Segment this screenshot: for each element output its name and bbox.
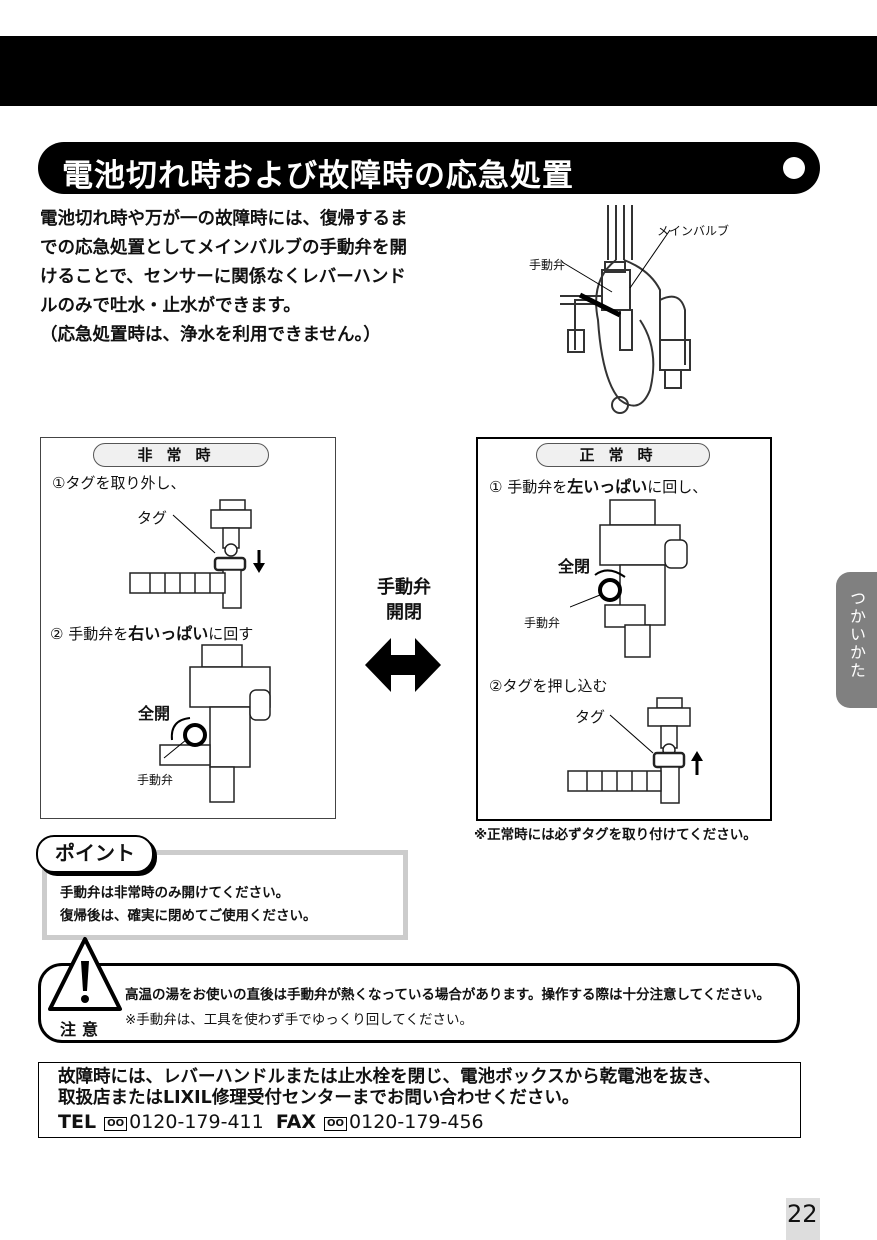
main-valve-label: メインバルブ — [657, 224, 730, 238]
emergency-step2: ② 手動弁を右いっぱいに回す — [50, 620, 253, 644]
intro-line: ルのみで吐水・止水ができます。 — [40, 296, 301, 316]
page-number-bg — [786, 1198, 820, 1240]
normal-valve-close-illustration — [570, 499, 688, 658]
point-line: 手動弁は非常時のみ開けてください。 — [60, 885, 290, 901]
caution-box — [38, 963, 800, 1043]
tel-label: TEL — [58, 1111, 97, 1133]
emergency-valve-label: 手動弁 — [137, 773, 174, 787]
side-tab-label: つかいかた — [847, 590, 866, 680]
normal-step1: ① 手動弁を左いっぱいに回し、 — [489, 473, 707, 497]
intro-line: （応急処置時は、浄水を利用できません。） — [40, 325, 381, 345]
contact-box — [38, 1062, 801, 1138]
normal-step1-num: ① — [489, 478, 503, 496]
tel-number[interactable]: 0120-179-411 — [129, 1111, 264, 1133]
warning-icon — [48, 937, 122, 1011]
freedial-icon: OO — [324, 1117, 348, 1131]
manual-valve-label: 手動弁 — [529, 258, 566, 272]
faucet-overview-illustration — [560, 205, 691, 414]
intro-line: 電池切れ時や万が一の故障時には、復帰するま — [40, 209, 408, 229]
caution-line2: ※手動弁は、工具を使わず手でゆっくり回してください。 — [125, 1012, 474, 1028]
intro-line: けることで、センサーに関係なくレバーハンド — [40, 267, 406, 287]
freedial-icon: OO — [104, 1117, 128, 1131]
emergency-valve-open-illustration — [159, 644, 271, 803]
caution-word: 注意 — [60, 1020, 105, 1039]
section-title-bar — [38, 142, 820, 194]
fax-label: FAX — [275, 1111, 316, 1133]
emergency-step1: ①タグを取り外し、 — [52, 474, 186, 492]
normal-step1-pre: 手動弁を — [507, 478, 568, 496]
intro-line: での応急処置としてメインバルブの手動弁を開 — [40, 238, 407, 258]
normal-step1-post: に回し、 — [647, 478, 708, 496]
point-text: 手動弁は非常時のみ開けてください。 復帰後は、確実に閉めてご使用ください。 — [60, 882, 317, 928]
normal-valve-label: 手動弁 — [524, 616, 561, 630]
middle-line1: 手動弁 — [377, 577, 431, 598]
emergency-tag-remove-illustration — [129, 499, 265, 609]
emergency-tag-label: タグ — [137, 509, 168, 527]
normal-heading: 正常時 — [536, 443, 710, 467]
header-bar — [0, 36, 877, 106]
contact-text: 故障時には、レバーハンドルまたは止水栓を閉じ、電池ボックスから乾電池を抜き、 取… — [58, 1067, 721, 1109]
point-line: 復帰後は、確実に閉めてご使用ください。 — [60, 908, 317, 924]
emergency-step2-num: ② — [50, 625, 64, 643]
normal-state-label: 全閉 — [558, 557, 591, 576]
page-title: 電池切れ時および故障時の応急処置 — [62, 158, 574, 194]
contact-line2: 取扱店またはLIXIL修理受付センターまでお問い合わせください。 — [58, 1088, 580, 1108]
normal-tag-label: タグ — [575, 708, 606, 726]
contact-line1: 故障時には、レバーハンドルまたは止水栓を閉じ、電池ボックスから乾電池を抜き、 — [58, 1067, 721, 1087]
emergency-step2-post: に回す — [208, 625, 254, 643]
normal-step2: ②タグを押し込む — [489, 677, 608, 695]
page-number: 22 — [787, 1200, 818, 1228]
emergency-step2-bold: 右いっぱい — [128, 624, 209, 643]
manual-valve-open-close-label: 手動弁 開閉 — [360, 575, 448, 625]
title-dot-icon — [783, 157, 805, 179]
intro-text: 電池切れ時や万が一の故障時には、復帰するま での応急処置としてメインバルブの手動… — [40, 205, 460, 350]
double-arrow-icon — [365, 638, 441, 692]
emergency-heading: 非常時 — [93, 443, 269, 467]
emergency-step2-pre: 手動弁を — [68, 625, 129, 643]
emergency-state-label: 全開 — [138, 704, 171, 723]
normal-note: ※正常時には必ずタグを取り付けてください。 — [474, 827, 757, 843]
caution-line1: 高温の湯をお使いの直後は手動弁が熱くなっている場合があります。操作する際は十分注… — [125, 987, 771, 1003]
point-tag: ポイント — [36, 835, 154, 873]
middle-line2: 開閉 — [386, 602, 422, 623]
normal-tag-insert-illustration — [567, 697, 703, 804]
normal-step1-bold: 左いっぱい — [567, 477, 648, 496]
fax-number[interactable]: 0120-179-456 — [349, 1111, 484, 1133]
side-tab[interactable] — [836, 572, 877, 708]
